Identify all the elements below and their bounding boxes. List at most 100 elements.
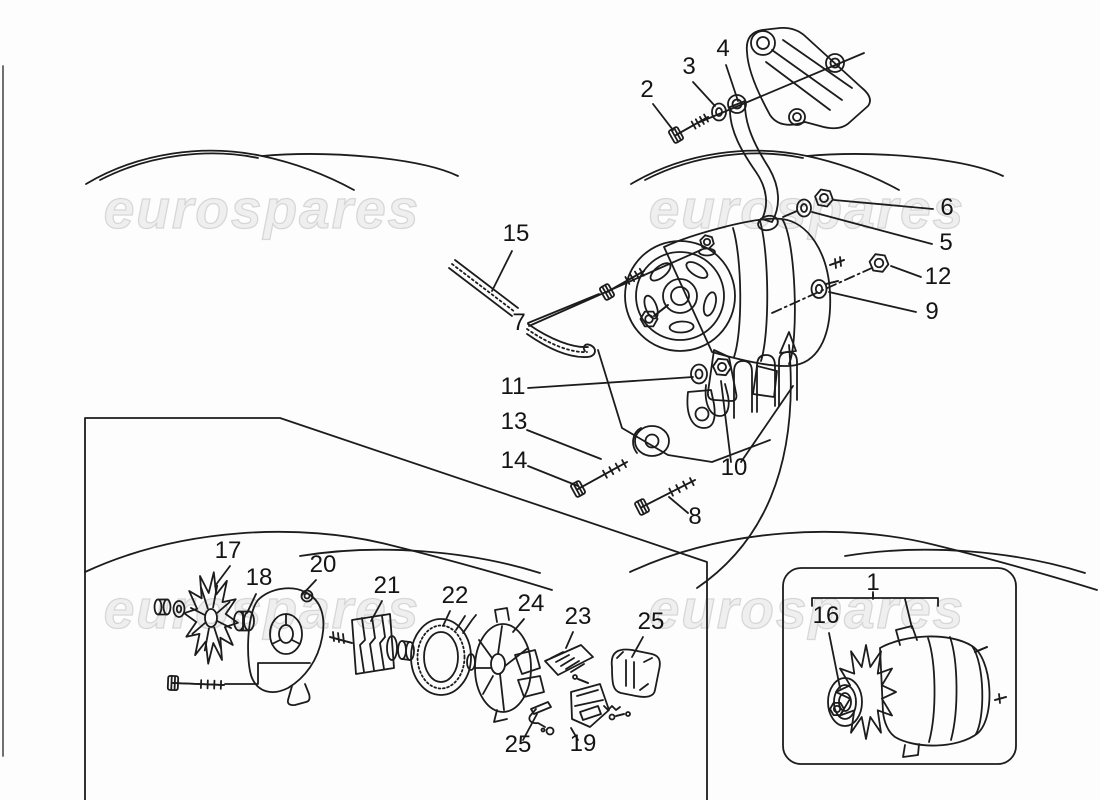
leader-line bbox=[214, 565, 231, 587]
leader-line bbox=[370, 600, 383, 622]
watermark-text: eurospares bbox=[649, 578, 966, 640]
leader-line bbox=[828, 632, 841, 689]
part-number-callout-25: 25 bbox=[505, 731, 532, 758]
watermark-bottom-left: eurospares bbox=[84, 530, 553, 641]
part-number-callout-18: 18 bbox=[246, 564, 273, 591]
part-number-callout-22: 22 bbox=[442, 582, 469, 609]
pulley-nut bbox=[639, 310, 659, 328]
stator-drawing bbox=[410, 614, 477, 696]
part-number-callout-8: 8 bbox=[688, 503, 701, 530]
bolt-drawing bbox=[166, 674, 225, 692]
car-swoosh-icon bbox=[84, 530, 553, 591]
bolt-drawing bbox=[668, 113, 709, 144]
washer-9 bbox=[810, 279, 828, 299]
rear-housing-drawing bbox=[474, 607, 545, 723]
leader-line bbox=[527, 376, 694, 389]
part-number-callout-2: 2 bbox=[640, 76, 653, 103]
leader-line bbox=[570, 727, 579, 741]
leader-line bbox=[828, 291, 917, 313]
leader-line bbox=[652, 103, 674, 131]
leader-line bbox=[246, 593, 257, 614]
upper-assembly bbox=[448, 27, 890, 589]
part-number-callout-4: 4 bbox=[716, 35, 729, 62]
part-number-callout-16: 16 bbox=[813, 602, 840, 629]
section-border bbox=[84, 417, 708, 800]
part-number-callout-21: 21 bbox=[374, 572, 401, 599]
leader-line bbox=[631, 636, 644, 658]
leader-line bbox=[527, 293, 600, 324]
leader-line bbox=[668, 496, 689, 514]
part-number-callout-19: 19 bbox=[570, 730, 597, 757]
drive-belt-drawing bbox=[448, 259, 596, 358]
part-number-callout-10: 10 bbox=[721, 454, 748, 481]
shaft-nut-and-washer bbox=[153, 598, 186, 618]
watermark-text: eurospares bbox=[104, 178, 421, 240]
leader-line bbox=[512, 618, 525, 633]
watermark-top-left: eurospares bbox=[85, 149, 459, 241]
watermark-bottom-right: eurospares bbox=[629, 530, 1098, 641]
fan-blades bbox=[835, 644, 897, 740]
part-number-callout-1: 1 bbox=[866, 569, 879, 596]
bolt-drawing bbox=[634, 477, 696, 516]
part-number-callout-20: 20 bbox=[310, 551, 337, 578]
car-swoosh-icon bbox=[299, 548, 541, 574]
leader-line bbox=[527, 465, 579, 487]
brush-drawing bbox=[528, 701, 555, 736]
pulley-nut bbox=[829, 702, 845, 716]
leader-line bbox=[725, 64, 739, 102]
inset-box-assembled-alternator bbox=[782, 567, 1017, 765]
nut-11 bbox=[712, 357, 732, 377]
adjusting-arm-drawing bbox=[727, 94, 798, 232]
nut-12 bbox=[868, 253, 890, 273]
engine-mount-drawing bbox=[597, 349, 798, 463]
nut-6 bbox=[814, 188, 834, 208]
part-number-callout-5: 5 bbox=[939, 229, 952, 256]
leader-line bbox=[811, 211, 933, 245]
leader-line bbox=[528, 249, 702, 327]
car-swoosh-icon bbox=[629, 530, 1098, 591]
part-number-callout-14: 14 bbox=[501, 447, 528, 474]
leader-line bbox=[833, 199, 934, 210]
leader-line bbox=[692, 81, 716, 107]
part-number-callout-11: 11 bbox=[501, 373, 526, 400]
part-number-callout-3: 3 bbox=[682, 53, 695, 80]
part-number-callout-23: 23 bbox=[565, 603, 592, 630]
car-swoosh-icon bbox=[85, 149, 355, 191]
leader-line bbox=[565, 631, 574, 649]
leader-line bbox=[526, 429, 602, 460]
part-number-callout-15: 15 bbox=[503, 220, 530, 247]
car-swoosh-icon bbox=[630, 149, 900, 191]
car-swoosh-icon bbox=[806, 153, 1004, 177]
bolt-drawing bbox=[570, 459, 628, 498]
watermark-layer: eurospares eurospares eurospares eurospa… bbox=[84, 149, 1098, 641]
rectifier-drawing bbox=[544, 644, 594, 684]
engine-bracket-drawing bbox=[745, 27, 871, 130]
brush-cover-drawing bbox=[610, 648, 661, 698]
leader-line bbox=[301, 579, 317, 596]
vent-slots bbox=[643, 261, 717, 334]
part-number-callout-6: 6 bbox=[940, 194, 953, 221]
assembled-alternator-drawing bbox=[827, 625, 1007, 758]
part-number-callout-17: 17 bbox=[215, 537, 242, 564]
leader-line bbox=[491, 250, 513, 292]
watermark-text: eurospares bbox=[104, 578, 421, 640]
regulator-drawing bbox=[570, 683, 631, 728]
leader-line bbox=[740, 385, 794, 463]
part-number-callout-7: 7 bbox=[512, 309, 525, 336]
car-swoosh-icon bbox=[261, 153, 459, 177]
leader-line bbox=[890, 265, 922, 278]
part-number-callout-9: 9 bbox=[925, 298, 938, 325]
washer-11 bbox=[690, 363, 708, 385]
part-number-callout-12: 12 bbox=[925, 263, 952, 290]
spacer-collar-drawing bbox=[233, 610, 255, 632]
part-number-callout-13: 13 bbox=[501, 408, 528, 435]
part-number-callout-24: 24 bbox=[518, 590, 545, 617]
bolts-layer bbox=[166, 113, 709, 692]
washer-3 bbox=[711, 102, 727, 122]
leader-line bbox=[522, 713, 538, 741]
cooling-fan-drawing bbox=[183, 571, 239, 665]
part-number-callout-25: 25 bbox=[638, 608, 665, 635]
